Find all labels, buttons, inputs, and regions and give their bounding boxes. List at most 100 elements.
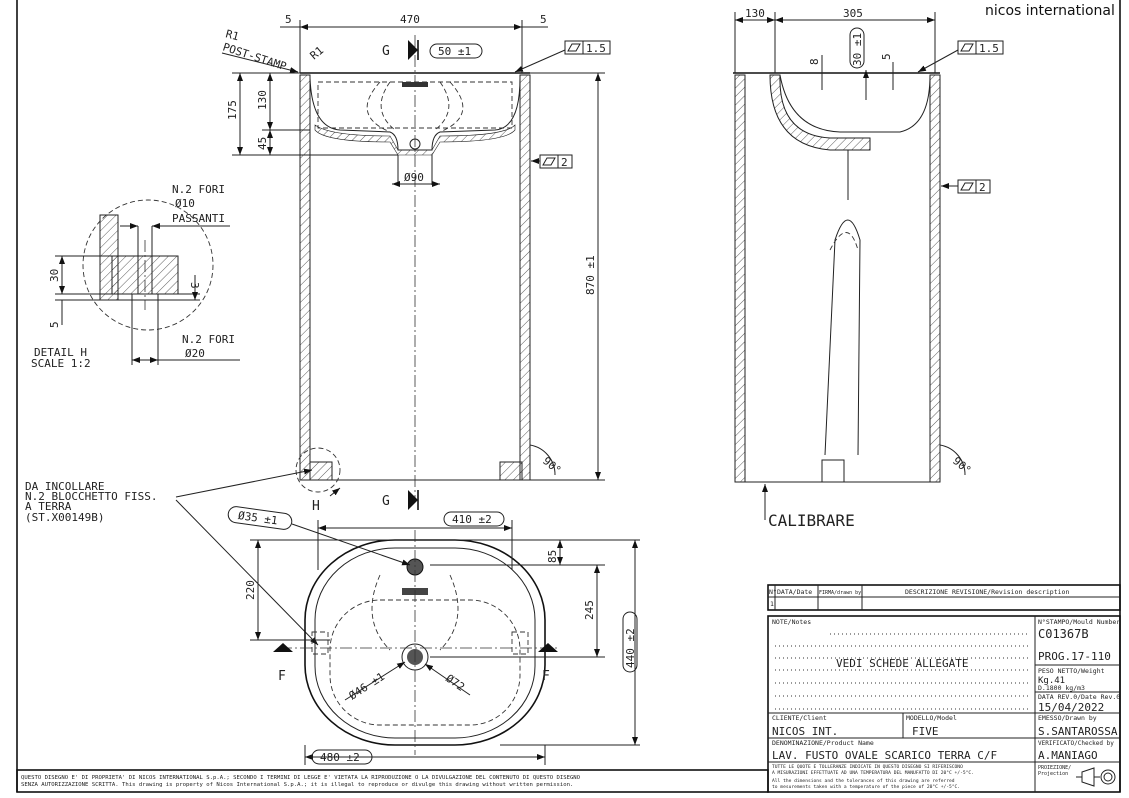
mould-label: N°STAMPO/Mould Number xyxy=(1038,618,1120,626)
rev-col-description: DESCRIZIONE REVISIONE/Revision descripti… xyxy=(905,588,1069,596)
mould-number: C01367B xyxy=(1038,627,1089,641)
notes-label: NOTE/Notes xyxy=(772,618,811,626)
holes-top-note: PASSANTI xyxy=(172,212,225,225)
dim-245: 245 xyxy=(583,600,596,620)
dim-30: 30 xyxy=(48,269,61,282)
section-f-right: F xyxy=(542,669,550,684)
side-dim-305: 305 xyxy=(843,7,863,20)
projection-label: PROIEZIONE/ xyxy=(1038,765,1071,771)
glue-note-line: DA INCOLLARE xyxy=(25,480,104,493)
side-flatness-side: 2 xyxy=(979,181,986,194)
glue-note-line: A TERRA xyxy=(25,500,72,513)
front-left-wall xyxy=(299,74,311,481)
rev-col-no: N° xyxy=(769,588,777,596)
checked-by: A.MANIAGO xyxy=(1038,749,1098,762)
section-g-bottom: G xyxy=(382,494,390,509)
rev-col-drawn: FIRMA/drawn by xyxy=(819,590,861,596)
notes-dotted-lines xyxy=(775,633,1030,710)
rev-col-date: DATA/Date xyxy=(777,588,812,596)
rev-row-no: 1 xyxy=(770,600,774,608)
side-dim-5: 5 xyxy=(880,53,893,60)
detail-h: N.2 FORI Ø10 PASSANTI 30 5 3 N.2 FORI Ø2… xyxy=(31,183,240,370)
holes-top-label: N.2 FORI xyxy=(172,183,225,196)
drawn-label: EMESSO/Drawn by xyxy=(1038,714,1097,722)
side-dim-130: 130 xyxy=(745,7,765,20)
dim-480: 480 ±2 xyxy=(320,751,360,764)
holes-bottom-label: N.2 FORI xyxy=(182,333,235,346)
dim-440: 440 ±2 xyxy=(624,628,637,668)
side-dim-30: 30 ±1 xyxy=(851,33,864,66)
fixing-block-right xyxy=(499,461,523,481)
front-right-wall xyxy=(519,74,531,481)
side-dim-8: 8 xyxy=(808,58,821,65)
radius-label-2: R1 xyxy=(308,44,327,62)
plan-view: 410 ±2 Ø35 ±1 480 ±2 220 245 85 440 ±2 Ø… xyxy=(227,506,640,765)
glue-note-line: (ST.X00149B) xyxy=(25,511,104,524)
dim-45: 45 xyxy=(256,137,269,150)
dim-410: 410 ±2 xyxy=(452,513,492,526)
tolerance-note-it: A MISURAZIONI EFFETTUATE AD UNA TEMPERAT… xyxy=(772,770,974,776)
fixing-block-left xyxy=(309,461,333,481)
angle-front: 90° xyxy=(540,454,564,477)
dim-175: 175 xyxy=(226,100,239,120)
detail-h-scale: SCALE 1:2 xyxy=(31,357,91,370)
side-flatness-top: 1.5 xyxy=(979,42,999,55)
product-name: LAV. FUSTO OVALE SCARICO TERRA C/F xyxy=(772,749,997,762)
section-f-left: F xyxy=(278,669,286,684)
tolerance-note-it: TUTTE LE QUOTE E TOLLERANZE INDICATE IN … xyxy=(772,764,963,770)
dim-220: 220 xyxy=(244,580,257,600)
radius-label: R1 xyxy=(224,27,240,43)
glue-note: DA INCOLLARE N.2 BLOCCHETTO FISS. A TERR… xyxy=(25,468,319,646)
projection-label: Projection xyxy=(1038,771,1068,777)
side-view: 130 305 8 30 ±1 5 1.5 2 90° CALIBRARE xyxy=(733,7,1004,530)
dim-width: 470 xyxy=(400,13,420,26)
brand-logo: nicos international xyxy=(985,3,1115,19)
title-block: NOTE/Notes VEDI SCHEDE ALLEGATE N°STAMPO… xyxy=(767,615,1121,793)
drawn-by: S.SANTAROSSA xyxy=(1038,725,1118,738)
holes-top-diameter: Ø10 xyxy=(175,197,195,210)
dim-tap-hole: Ø35 ±1 xyxy=(237,509,278,527)
model-label: MODELLO/Model xyxy=(906,714,957,722)
dim-diameter-90: Ø90 xyxy=(404,171,424,184)
rev-date-label: DATA REV.0/Date Rev.0 xyxy=(1038,693,1120,701)
model-value: FIVE xyxy=(912,725,939,738)
section-g-top: G xyxy=(382,44,390,59)
flatness-side: 2 xyxy=(561,156,568,169)
client-label: CLIENTE/Client xyxy=(772,714,827,722)
dim-left-gap: 5 xyxy=(285,13,292,26)
flatness-top: 1.5 xyxy=(586,42,606,55)
weight-value: Kg.41 xyxy=(1038,676,1065,686)
dim-5: 5 xyxy=(48,321,61,328)
revision-table: N° DATA/Date FIRMA/drawn by DESCRIZIONE … xyxy=(767,584,1121,611)
product-label: DENOMINAZIONE/Product Name xyxy=(772,739,874,747)
side-angle: 90° xyxy=(950,454,974,477)
calibrate-note: CALIBRARE xyxy=(768,511,855,530)
dim-drain-tolerance: 50 ±1 xyxy=(438,45,471,58)
notes-text: VEDI SCHEDE ALLEGATE xyxy=(836,657,968,670)
tolerance-note-en: All the dimensions and the tolerances of… xyxy=(772,778,955,784)
detail-h-callout xyxy=(295,447,341,493)
dim-85: 85 xyxy=(546,550,559,563)
detail-h-title: DETAIL H xyxy=(34,346,87,359)
dim-130: 130 xyxy=(256,90,269,110)
dim-right-gap: 5 xyxy=(540,13,547,26)
dim-height: 870 ±1 xyxy=(584,255,597,295)
dim-3: 3 xyxy=(188,282,201,289)
weight-label: PESO NETTO/Weight xyxy=(1038,667,1105,675)
copyright-box xyxy=(16,769,769,793)
glue-note-line: N.2 BLOCCHETTO FISS. xyxy=(25,490,157,503)
copyright-line-2: SENZA AUTORIZZAZIONE SCRITTA. This drawi… xyxy=(21,782,573,788)
front-view xyxy=(295,35,531,500)
front-view-dimensions: 470 5 5 R1 POST-STAMP R1 G 50 ±1 1.5 175… xyxy=(221,13,611,514)
dim-drain-46: Ø46 ±1 xyxy=(347,670,387,703)
detail-h-marker: H xyxy=(312,499,320,514)
rev-date: 15/04/2022 xyxy=(1038,701,1104,714)
client-value: NICOS INT. xyxy=(772,725,838,738)
holes-bottom-diameter: Ø20 xyxy=(185,347,205,360)
post-stamp-label: POST-STAMP xyxy=(221,40,288,73)
first-angle-projection-icon xyxy=(1076,767,1116,787)
tolerance-note-en: to mesurements taken with a temperature … xyxy=(772,784,960,790)
checked-label: VERIFICATO/Checked by xyxy=(1038,740,1114,747)
copyright-line-1: QUESTO DISEGNO E' DI PROPRIETA' DI NICOS… xyxy=(21,775,581,781)
